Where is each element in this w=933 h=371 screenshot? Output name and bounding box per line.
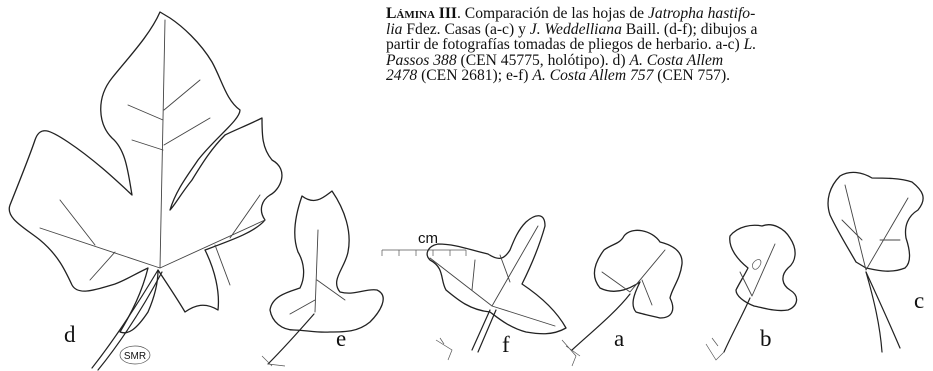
leaf-d-drawing <box>8 11 283 371</box>
caption-line-2: lia Fdez. Casas (a-c) y J. Weddelliana B… <box>386 20 758 38</box>
label-b: b <box>760 326 772 351</box>
label-d: d <box>64 322 76 347</box>
caption-line-4: Passos 388 (CEN 45775, holótipo). d) A. … <box>386 51 724 69</box>
leaf-e-drawing <box>261 190 384 367</box>
leaf-f-drawing <box>426 215 567 361</box>
plate-caption: Lámina III. Comparación de las hojas de … <box>386 6 933 84</box>
scale-bar: cm <box>381 230 467 256</box>
leaf-a-drawing <box>561 229 683 367</box>
leaf-c-drawing <box>827 171 924 353</box>
caption-line-5: 2478 (CEN 2681); e-f) A. Costa Allem 757… <box>386 67 731 84</box>
scale-label: cm <box>418 230 438 247</box>
leaf-b-drawing <box>705 224 798 361</box>
artist-initials: SMR <box>124 351 146 362</box>
caption-line-3: partir de fotografías tomadas de pliegos… <box>386 36 757 53</box>
caption-line-1: Lámina III. Comparación de las hojas de … <box>386 6 756 22</box>
stamp-oval <box>119 345 151 365</box>
artist-stamp: SMR <box>119 345 151 365</box>
label-e: e <box>336 326 346 351</box>
label-c: c <box>914 288 924 313</box>
label-a: a <box>614 326 624 351</box>
plate-number: Lámina III <box>386 6 457 22</box>
label-f: f <box>502 332 510 357</box>
